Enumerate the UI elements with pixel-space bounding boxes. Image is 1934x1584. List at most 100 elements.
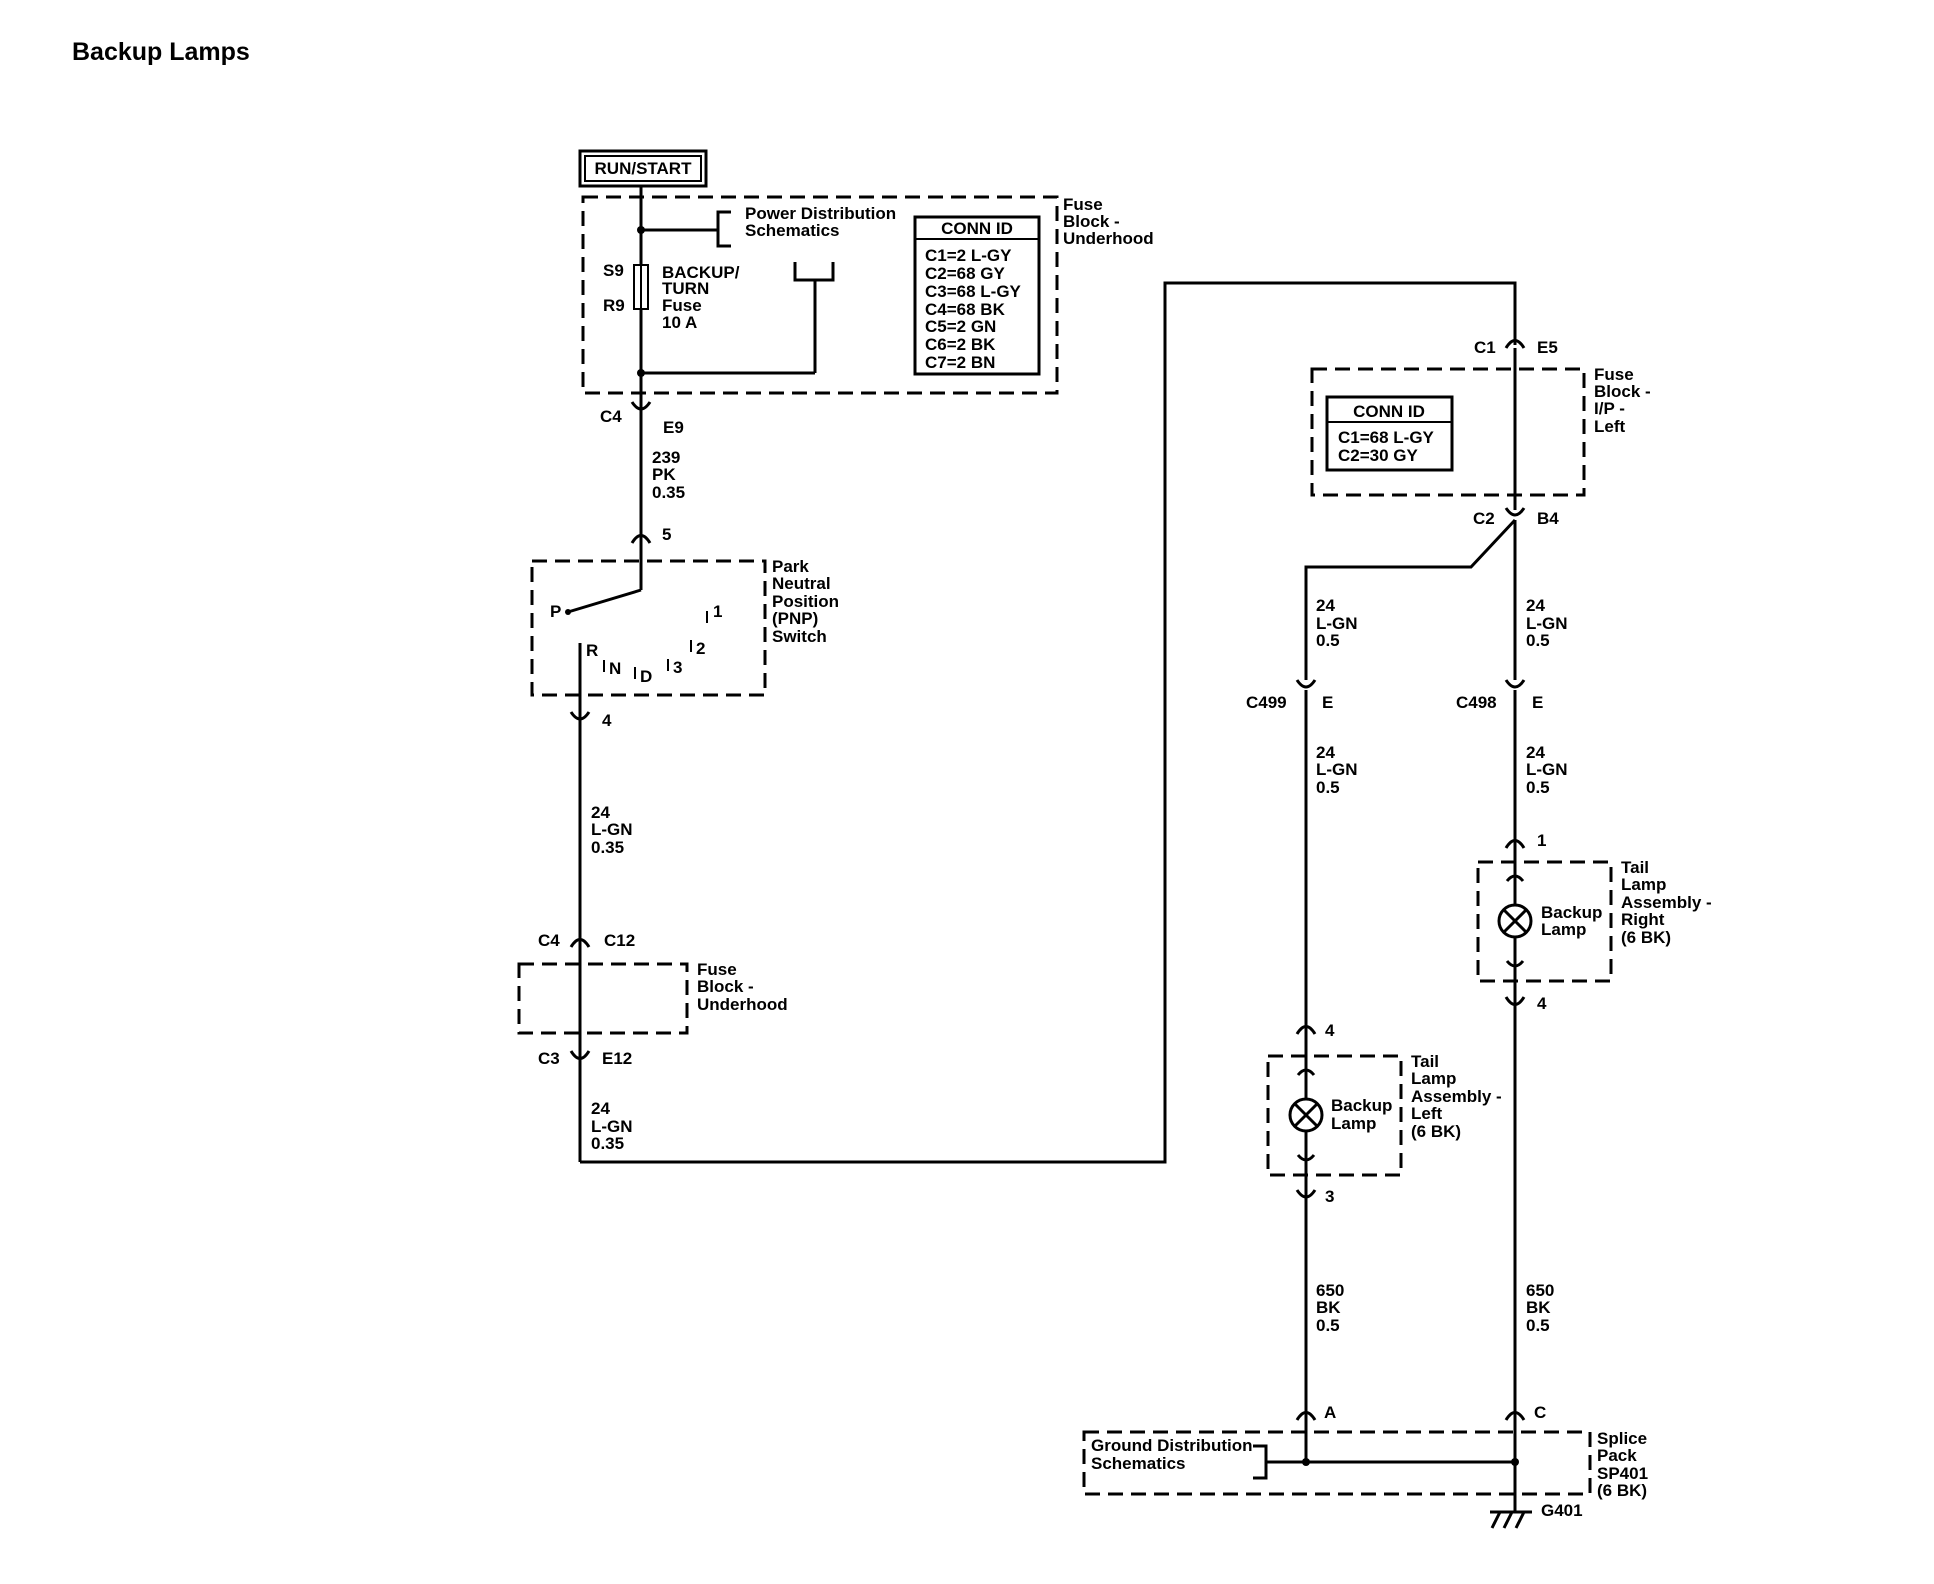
wire-routing-to-ip: [580, 281, 1517, 1164]
svg-text:3: 3: [1325, 1187, 1334, 1206]
fuse-block-underhood-lower: C4 C12 Fuse Block - Underhood C3 E12: [517, 931, 788, 1068]
wire-label: L-GN: [1526, 614, 1568, 633]
svg-text:Lamp: Lamp: [1331, 1114, 1376, 1133]
wire-label: 0.5: [1526, 778, 1550, 797]
wire-left-branch: [1304, 518, 1517, 680]
svg-text:4: 4: [1325, 1021, 1335, 1040]
wire-label: BK: [1526, 1298, 1551, 1317]
wire-label: 239: [652, 448, 680, 467]
wire-label: BK: [1316, 1298, 1341, 1317]
wire-label: 24: [1526, 743, 1545, 762]
svg-text:1: 1: [713, 602, 722, 621]
power-distribution-link[interactable]: Power Distribution Schematics: [716, 204, 896, 248]
svg-text:C3=68 L-GY: C3=68 L-GY: [925, 282, 1022, 301]
svg-text:C4=68 BK: C4=68 BK: [925, 300, 1006, 319]
wire-label: 0.5: [1316, 631, 1340, 650]
wire-label: L-GN: [1316, 614, 1358, 633]
svg-text:(6 BK): (6 BK): [1597, 1481, 1647, 1500]
svg-text:Assembly -: Assembly -: [1411, 1087, 1502, 1106]
svg-text:Fuse: Fuse: [697, 960, 737, 979]
svg-text:Left: Left: [1594, 417, 1626, 436]
svg-text:G401: G401: [1541, 1501, 1583, 1520]
wire-label: 0.35: [652, 483, 685, 502]
svg-text:C1: C1: [1474, 338, 1496, 357]
svg-text:Fuse: Fuse: [662, 296, 702, 315]
svg-text:C499: C499: [1246, 693, 1287, 712]
tail-lamp-assembly-left: 4 Backup Lamp Tail Lamp Assembly - Left …: [1266, 1021, 1502, 1206]
svg-text:5: 5: [662, 525, 671, 544]
wire-label: L-GN: [591, 1117, 633, 1136]
connector-c499: C499 E: [1246, 679, 1333, 712]
svg-text:1: 1: [1537, 831, 1546, 850]
svg-text:Neutral: Neutral: [772, 574, 831, 593]
svg-text:E12: E12: [602, 1049, 632, 1068]
fuse-block-ip-left: C1 E5 Fuse Block - I/P - Left CONN ID C1…: [1310, 338, 1651, 528]
svg-text:Power Distribution: Power Distribution: [745, 204, 896, 223]
wire-label: PK: [652, 465, 676, 484]
svg-text:Block -: Block -: [697, 977, 754, 996]
svg-text:Block -: Block -: [1063, 212, 1120, 231]
svg-text:(6 BK): (6 BK): [1621, 928, 1671, 947]
svg-text:C6=2 BK: C6=2 BK: [925, 335, 996, 354]
wire-label: 0.5: [1526, 1316, 1550, 1335]
svg-text:C2=68 GY: C2=68 GY: [925, 264, 1006, 283]
wire-label: L-GN: [1316, 760, 1358, 779]
svg-text:CONN ID: CONN ID: [1353, 402, 1425, 421]
pnp-switch: 5 P R N D 3 2 1 Park Neutral Position (P…: [530, 525, 839, 730]
conn-id-table-underhood: CONN ID C1=2 L-GY C2=68 GY C3=68 L-GY C4…: [913, 215, 1041, 376]
svg-text:Tail: Tail: [1621, 858, 1649, 877]
svg-text:C2: C2: [1473, 509, 1495, 528]
ground-distribution-link[interactable]: Ground Distribution Schematics: [1091, 1436, 1268, 1480]
svg-text:R: R: [586, 641, 598, 660]
wire-label: 0.5: [1526, 631, 1550, 650]
wire-label: 24: [591, 1099, 610, 1118]
svg-text:2: 2: [696, 639, 705, 658]
svg-text:Underhood: Underhood: [1063, 229, 1154, 248]
svg-text:TURN: TURN: [662, 279, 709, 298]
svg-text:C7=2 BN: C7=2 BN: [925, 353, 995, 372]
wire-label: 24: [1316, 596, 1335, 615]
svg-text:RUN/START: RUN/START: [595, 159, 693, 178]
wire-label: 24: [1526, 596, 1545, 615]
svg-text:Left: Left: [1411, 1104, 1443, 1123]
fuse-block-underhood-top: Fuse Block - Underhood Power Distributio…: [581, 186, 1154, 405]
backup-turn-fuse: S9 R9 BACKUP/ TURN Fuse 10 A: [603, 261, 740, 332]
svg-text:Assembly -: Assembly -: [1621, 893, 1712, 912]
svg-text:Backup: Backup: [1541, 903, 1602, 922]
svg-text:Switch: Switch: [772, 627, 827, 646]
connector-c4-e9: C4 E9: [600, 401, 684, 437]
wire-label: 0.35: [591, 838, 624, 857]
ground-symbol-icon: [1490, 1510, 1532, 1529]
svg-text:Underhood: Underhood: [697, 995, 788, 1014]
wire-label: 24: [1316, 743, 1335, 762]
svg-text:Right: Right: [1621, 910, 1665, 929]
wire-label: L-GN: [591, 820, 633, 839]
svg-text:3: 3: [673, 658, 682, 677]
svg-text:4: 4: [1537, 994, 1547, 1013]
svg-text:C4: C4: [538, 931, 560, 950]
svg-text:(PNP): (PNP): [772, 609, 818, 628]
svg-text:D: D: [640, 667, 652, 686]
svg-text:Backup: Backup: [1331, 1096, 1392, 1115]
svg-text:(6 BK): (6 BK): [1411, 1122, 1461, 1141]
connector-c498: C498 E: [1456, 679, 1543, 712]
svg-text:E5: E5: [1537, 338, 1558, 357]
svg-text:I/P -: I/P -: [1594, 399, 1625, 418]
svg-text:Block -: Block -: [1594, 382, 1651, 401]
svg-text:Splice: Splice: [1597, 1429, 1647, 1448]
wire-label: 24: [591, 803, 610, 822]
svg-text:C1=2 L-GY: C1=2 L-GY: [925, 246, 1012, 265]
run-start-power-label: RUN/START: [578, 149, 708, 188]
svg-text:C5=2 GN: C5=2 GN: [925, 317, 996, 336]
tail-lamp-assembly-right: 1 Backup Lamp Tail Lamp Assembly - Right…: [1476, 831, 1712, 1013]
svg-text:Fuse: Fuse: [1063, 195, 1103, 214]
svg-text:Pack: Pack: [1597, 1446, 1637, 1465]
svg-text:10 A: 10 A: [662, 313, 697, 332]
splice-pack-sp401: A C Splice Pack SP401 (6 BK) Ground Dist…: [1082, 1403, 1648, 1529]
svg-text:Lamp: Lamp: [1541, 920, 1586, 939]
svg-text:Lamp: Lamp: [1621, 875, 1666, 894]
svg-text:Park: Park: [772, 557, 809, 576]
svg-text:R9: R9: [603, 296, 625, 315]
svg-text:E: E: [1322, 693, 1333, 712]
svg-text:E9: E9: [663, 418, 684, 437]
